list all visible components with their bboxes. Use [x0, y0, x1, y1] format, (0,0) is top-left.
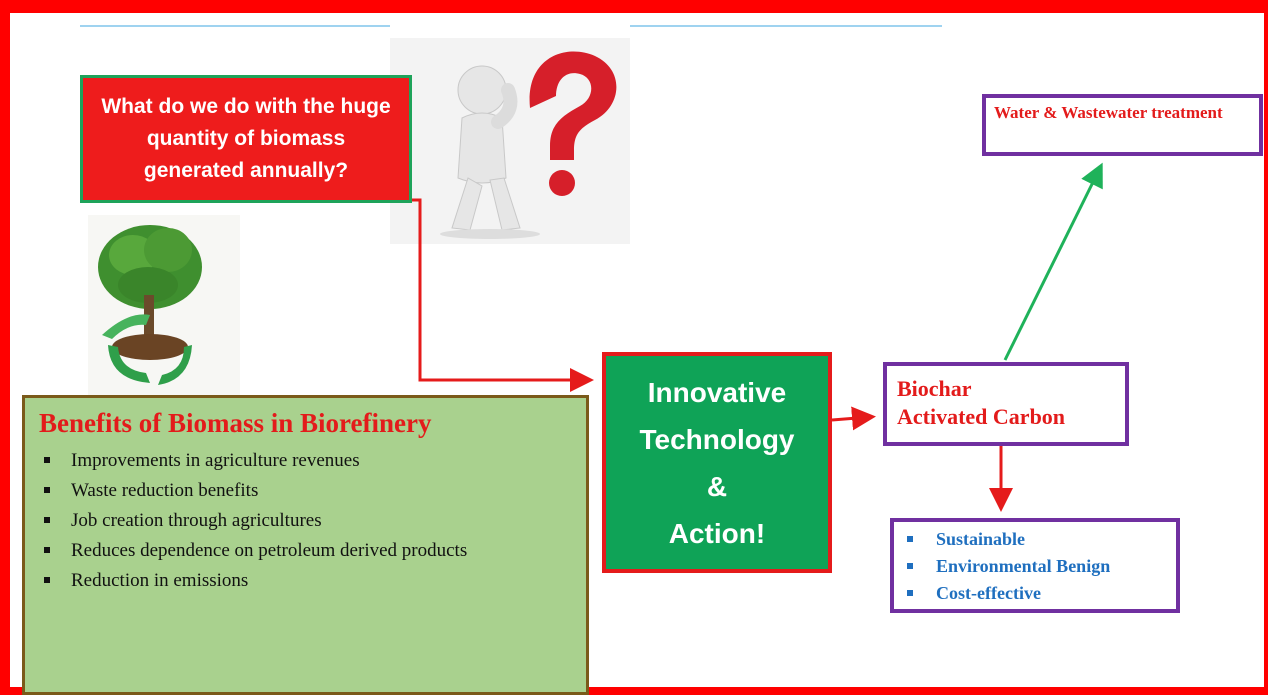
properties-box: Sustainable Environmental Benign Cost-ef…	[890, 518, 1180, 613]
benefits-list: Improvements in agriculture revenues Was…	[39, 446, 559, 596]
innovation-box: Innovative Technology & Action!	[602, 352, 832, 573]
benefits-box: Benefits of Biomass in Biorefinery Impro…	[22, 395, 589, 695]
tree-recycle-icon	[88, 215, 240, 395]
application-box: Water & Wastewater treatment	[982, 94, 1263, 156]
benefit-item: Waste reduction benefits	[39, 476, 559, 506]
benefit-item: Improvements in agriculture revenues	[39, 446, 559, 476]
question-person-icon	[390, 38, 630, 244]
properties-list: Sustainable Environmental Benign Cost-ef…	[894, 522, 1176, 607]
arrow-products-to-application	[1003, 162, 1103, 361]
innovation-line: &	[706, 470, 728, 502]
innovation-line: Innovative	[647, 376, 787, 408]
arrow-question-to-innovation	[412, 198, 594, 392]
question-text: What do we do with the huge quantity of …	[101, 95, 391, 182]
innovation-line: Action!	[668, 517, 766, 549]
products-box: Biochar Activated Carbon	[883, 362, 1129, 446]
benefits-title: Benefits of Biomass in Biorefinery	[39, 408, 432, 438]
benefit-item: Reduces dependence on petroleum derived …	[39, 536, 559, 566]
arrow-innovation-to-products	[831, 406, 876, 431]
innovation-line: Technology	[639, 423, 795, 455]
property-item: Sustainable	[904, 526, 1176, 553]
top-bar-left	[80, 13, 390, 27]
product-activated-carbon: Activated Carbon	[897, 404, 1066, 429]
benefit-item: Reduction in emissions	[39, 566, 559, 596]
product-biochar: Biochar	[897, 376, 972, 401]
property-item: Environmental Benign	[904, 553, 1176, 580]
top-bar-right	[630, 13, 942, 27]
question-box: What do we do with the huge quantity of …	[80, 75, 412, 203]
property-item: Cost-effective	[904, 580, 1176, 607]
application-text: Water & Wastewater treatment	[994, 103, 1223, 122]
benefit-item: Job creation through agricultures	[39, 506, 559, 536]
